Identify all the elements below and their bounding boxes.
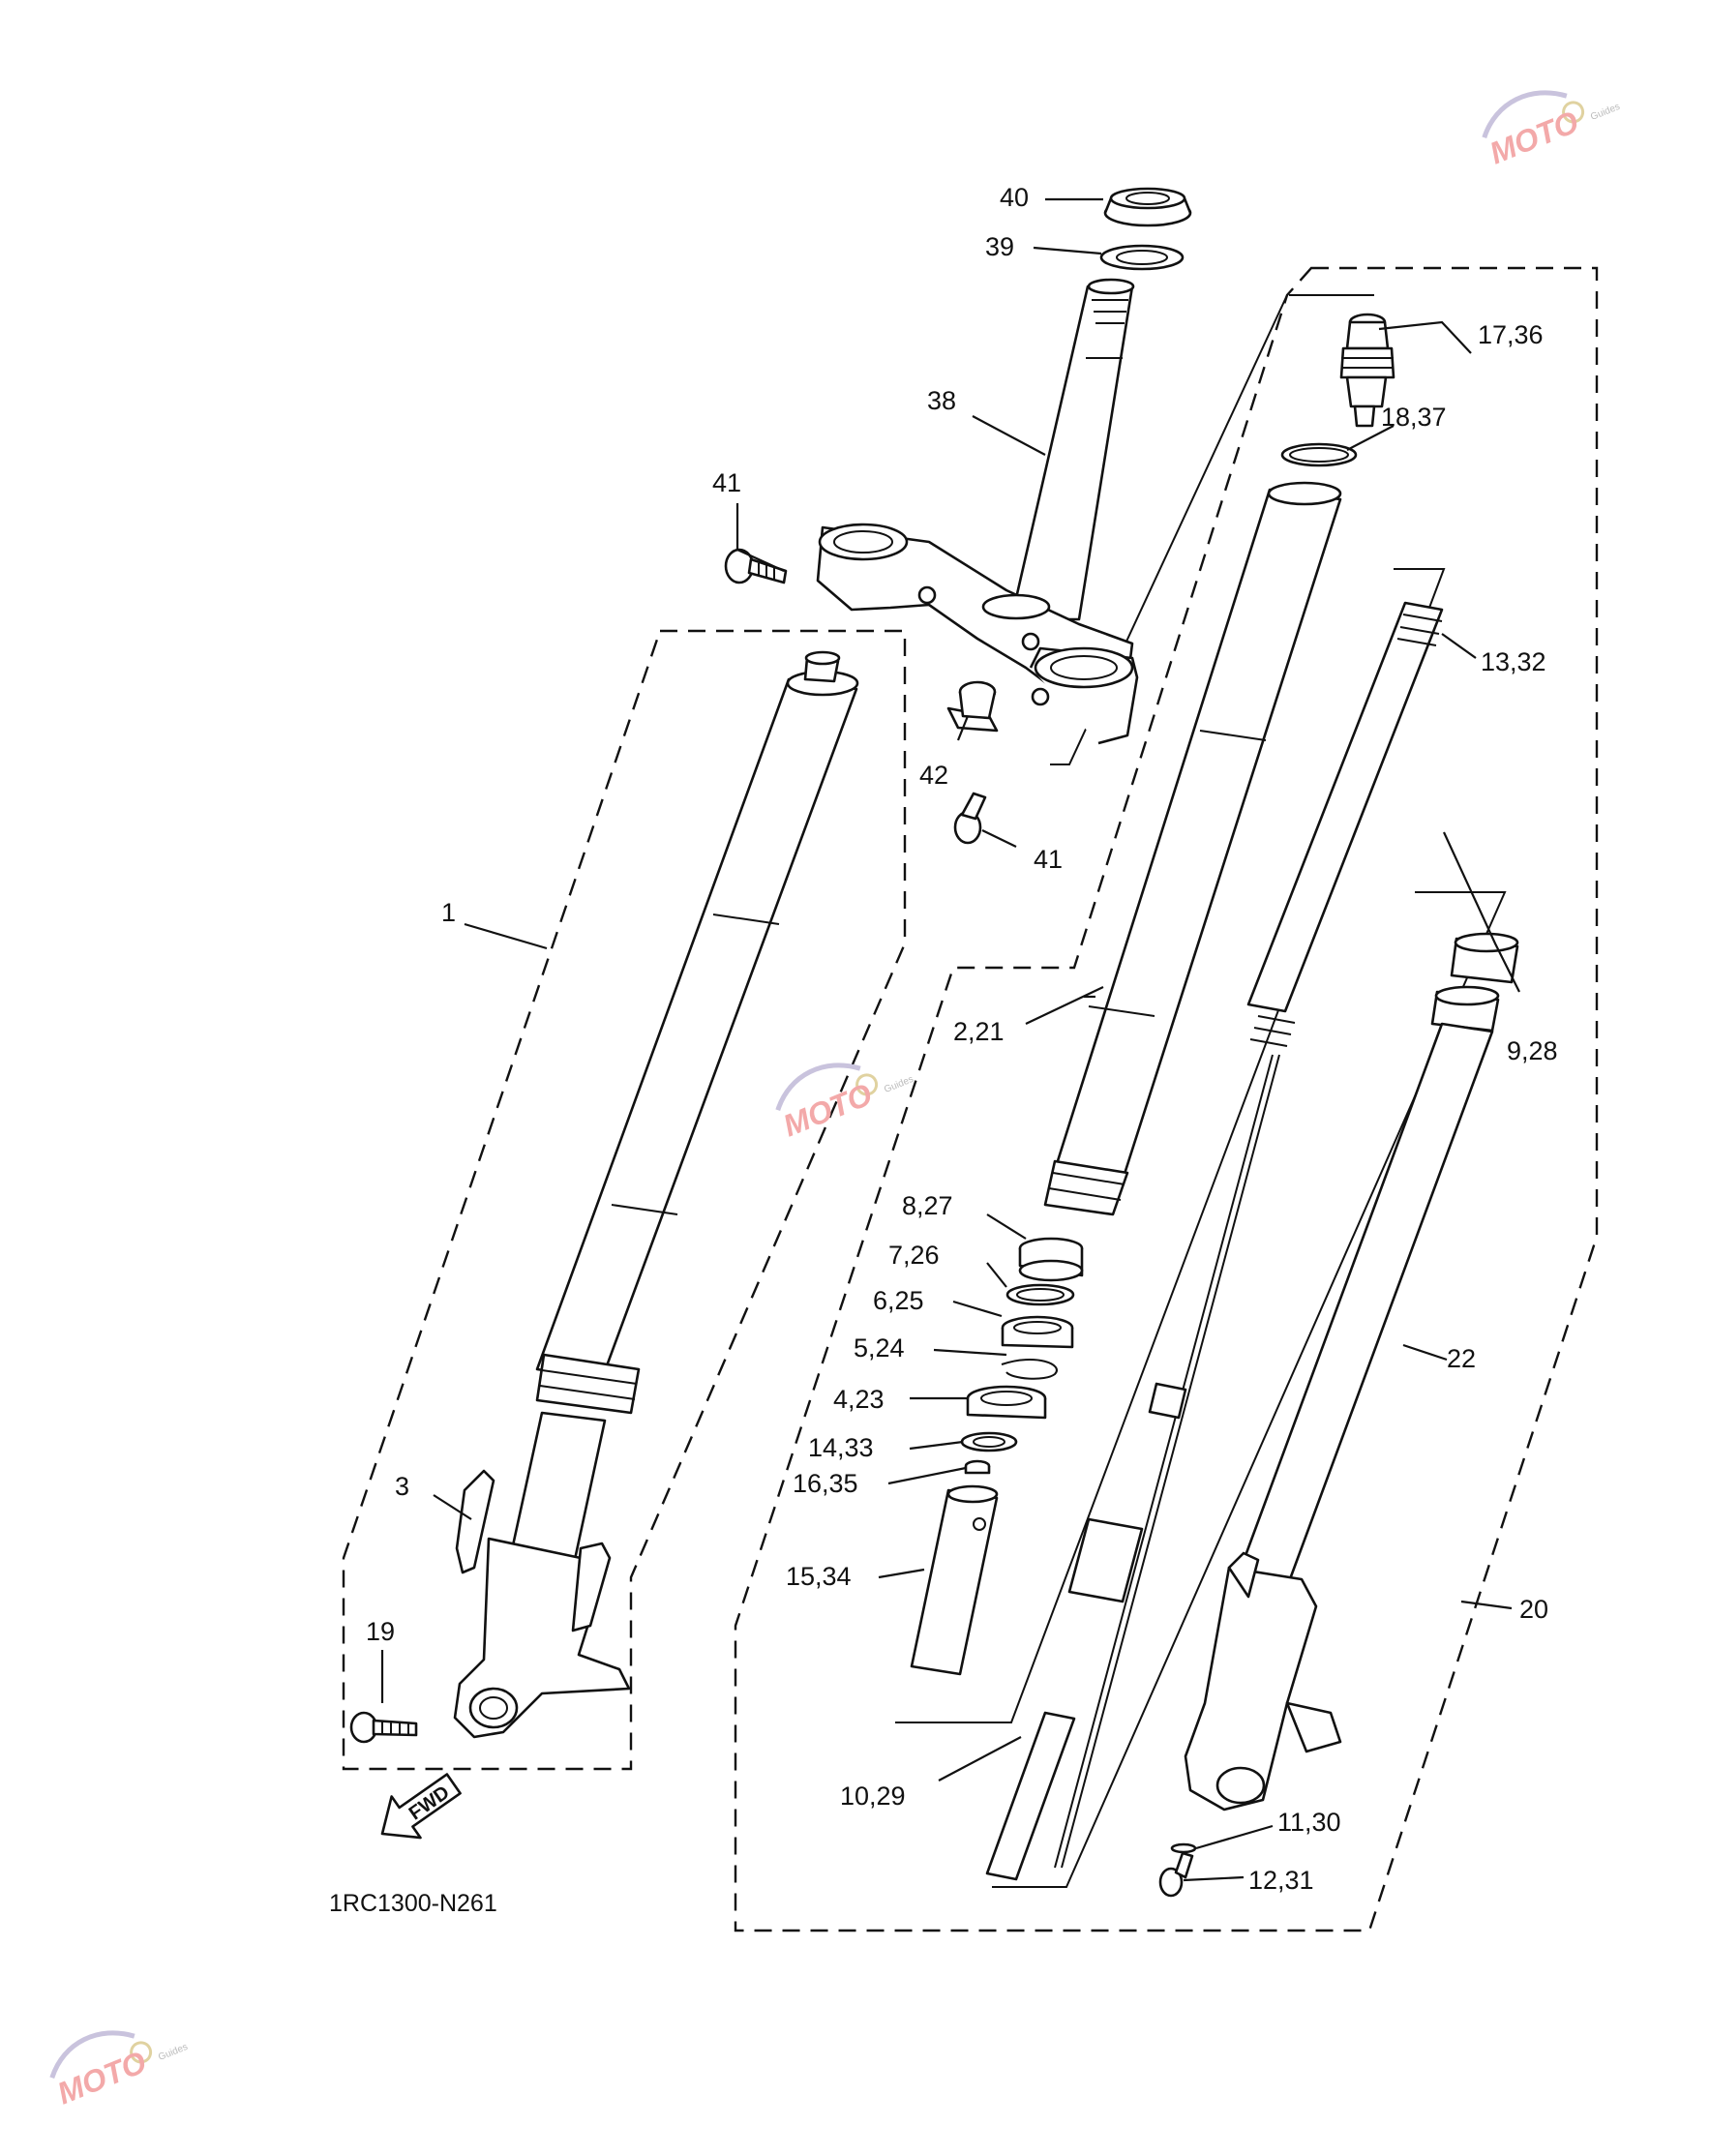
label-15-34: 15,34 [786,1562,852,1591]
watermark-tagline: Guides [883,1074,915,1095]
label-2-21: 2,21 [953,1017,1005,1046]
label-39: 39 [985,232,1014,261]
part-14-33 [960,1431,1018,1452]
part-42-collar [946,680,999,733]
label-12-31: 12,31 [1248,1866,1314,1895]
part-15-34-cylinder [910,1484,999,1676]
label-40: 40 [1000,183,1029,212]
group-boundaries [342,266,1599,1932]
part-8-27 [1018,1237,1084,1282]
watermark-tagline: Guides [157,2042,190,2063]
part-9-28-bushing [1430,932,1519,1033]
gear-icon [1562,101,1585,124]
label-18-37: 18,37 [1381,403,1447,432]
boundary-bracket-cartridge [895,568,1446,1723]
part-17-36-cap-bolt [1339,313,1395,428]
part-7-26 [1005,1283,1075,1306]
label-13-32: 13,32 [1481,647,1546,676]
label-41-lower: 41 [1034,845,1063,874]
right-fork-boundary [734,266,1599,1932]
fwd-arrow-icon: FWD [380,1773,462,1840]
part-16-35 [964,1459,991,1475]
part-12-31-drain-bolt [1158,1851,1194,1898]
label-4-23: 4,23 [833,1385,885,1414]
label-1: 1 [441,898,456,927]
label-10-29: 10,29 [840,1782,906,1811]
steering-stem-assembly [1009,187,1192,621]
watermark-top-right: MOTO Guides [1482,90,1622,170]
left-fork-tube [535,677,858,1381]
label-5-24: 5,24 [854,1333,905,1362]
part-6-25 [1001,1315,1074,1349]
label-9-28: 9,28 [1507,1036,1558,1065]
gear-icon [855,1073,879,1096]
part-11-30-washer [1170,1842,1197,1854]
part-22-outer-tube [1184,1022,1494,1812]
part-labels: 40 39 38 41 41 42 17,36 18,37 13,32 1 2,… [329,183,1558,1917]
label-41-upper: 41 [712,468,741,497]
part-10-29-damper-rod [985,1054,1280,1881]
part-5-24-clip [1001,1358,1058,1380]
part-39-race [1099,244,1185,271]
part-3-caliper-mount [455,1469,495,1574]
label-11-30: 11,30 [1277,1808,1341,1837]
label-7-26: 7,26 [888,1241,940,1270]
seal-stack [910,1237,1084,1676]
part-41-bolt-lower [953,792,987,845]
label-17-36: 17,36 [1478,320,1544,349]
label-8-27: 8,27 [902,1191,953,1220]
watermark-tagline: Guides [1589,102,1622,123]
label-14-33: 14,33 [808,1433,874,1462]
boundary-bracket-damper [992,891,1507,1888]
lower-bracket [816,523,1139,745]
left-fork-assembly [349,650,859,1744]
label-3: 3 [395,1472,409,1501]
label-42: 42 [919,761,948,790]
watermark-center: MOTO Guides [775,1063,915,1143]
part-38-steering-stem [1009,278,1135,621]
label-22: 22 [1447,1344,1476,1373]
boundary-bracket-inner-tube [1050,294,1374,765]
part-2-21-inner-tube [1043,481,1342,1216]
label-20: 20 [1519,1595,1548,1624]
label-16-35: 16,35 [793,1469,858,1498]
part-13-32-spring [1246,601,1444,1047]
part-18-37-o-ring [1280,442,1358,467]
diagram-code: 1RC1300-N261 [329,1890,497,1917]
label-38: 38 [927,386,956,415]
left-fork-seal-band [535,1353,641,1415]
gear-icon [130,2041,153,2064]
part-40-bearing [1103,187,1192,227]
left-fork-boundary [342,629,907,1771]
part-19-bolt [349,1711,418,1744]
label-6-25: 6,25 [873,1286,924,1315]
label-19: 19 [366,1617,395,1646]
watermark-bottom-left: MOTO Guides [49,2030,190,2111]
part-4-23 [966,1385,1047,1420]
leader-lines [380,197,1520,1882]
part-41-bolt-upper [724,548,788,584]
